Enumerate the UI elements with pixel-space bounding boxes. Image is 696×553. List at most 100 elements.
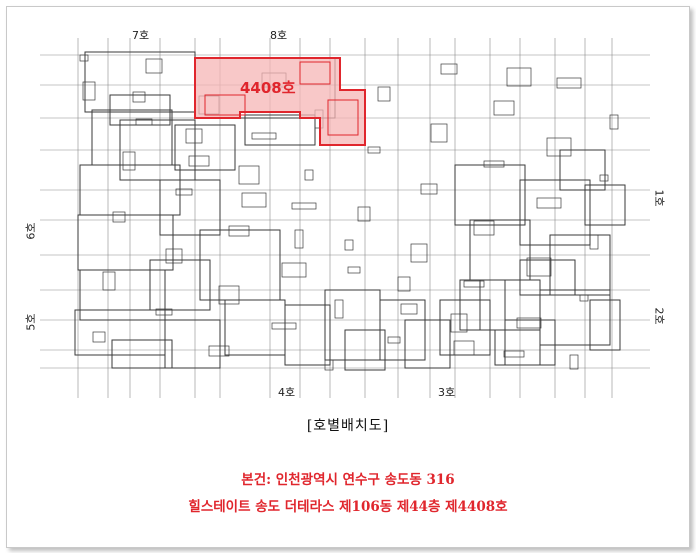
plan-room: [584, 184, 626, 226]
plan-room: [454, 164, 526, 226]
unit-label-8: 8호: [270, 29, 288, 42]
plan-fixture: [304, 169, 314, 181]
plan-fixture: [165, 248, 183, 264]
plan-room: [439, 299, 491, 356]
plan-fixture: [208, 345, 230, 357]
plan-fixture: [82, 81, 96, 101]
plan-fixture: [516, 317, 542, 329]
plan-fixture: [450, 313, 468, 333]
plan-fixture: [228, 225, 250, 237]
plan-fixture: [281, 262, 307, 278]
plan-fixture: [579, 294, 589, 302]
plan-room: [344, 329, 386, 371]
plan-fixture: [271, 322, 297, 330]
plan-fixture: [185, 128, 203, 144]
plan-fixture: [493, 100, 515, 116]
plan-fixture: [440, 63, 458, 75]
plan-fixture: [132, 91, 146, 103]
plan-room: [77, 214, 174, 271]
plan-fixture: [483, 160, 505, 168]
plan-room: [159, 179, 221, 236]
plan-room: [84, 51, 196, 113]
plan-fixture: [589, 234, 599, 250]
plan-fixture: [291, 202, 317, 210]
plan-room: [79, 269, 166, 321]
plan-room: [494, 329, 541, 366]
plan-fixture: [430, 123, 448, 143]
unit-4408-area: [194, 57, 366, 146]
plan-room: [504, 319, 556, 366]
plan-fixture: [112, 211, 126, 223]
plan-fixture: [420, 183, 438, 195]
plan-room: [324, 289, 381, 361]
plan-room: [459, 279, 506, 331]
plan-fixture: [241, 192, 267, 208]
plan-room: [519, 259, 576, 296]
unit-label-1: 1호: [652, 189, 666, 207]
plan-room: [479, 279, 541, 331]
plan-fixture: [367, 146, 381, 154]
plan-fixture: [347, 266, 361, 274]
plan-room: [519, 179, 591, 246]
plan-room: [469, 219, 531, 281]
plan-room: [549, 234, 611, 296]
plan-fixture: [357, 206, 371, 222]
plan-fixture: [556, 77, 582, 89]
plan-fixture: [506, 67, 532, 87]
plan-room: [404, 319, 451, 369]
unit-label-4: 4호: [278, 386, 296, 399]
plan-fixture: [218, 285, 240, 305]
plan-fixture: [324, 359, 334, 371]
unit-4408-room: [204, 94, 246, 116]
plan-room: [559, 149, 606, 191]
unit-label-3: 3호: [438, 386, 456, 399]
highlight-unit-label: 4408호: [240, 79, 296, 97]
plan-fixture: [410, 243, 428, 263]
plan-fixture: [526, 257, 552, 277]
plan-fixture: [135, 118, 153, 126]
plan-fixture: [473, 220, 495, 236]
plan-fixture: [569, 354, 579, 370]
plan-fixture: [599, 174, 609, 182]
plan-fixture: [546, 137, 572, 157]
plan-fixture: [387, 336, 401, 344]
diagram-caption: [호별배치도]: [306, 418, 390, 434]
address-line-2: 힐스테이트 송도 더테라스 제106동 제44층 제4408호: [188, 499, 508, 515]
plan-fixture: [92, 331, 106, 343]
plan-room: [199, 229, 281, 301]
plan-fixture: [400, 303, 418, 315]
plan-fixture: [238, 165, 260, 185]
plan-room: [111, 339, 173, 369]
plan-fixture: [79, 54, 89, 62]
plan-walls: [74, 51, 626, 371]
plan-room: [244, 114, 316, 146]
plan-fixture: [609, 114, 619, 130]
plan-room: [149, 259, 211, 311]
plan-room: [284, 304, 331, 366]
plan-fixture: [102, 271, 116, 291]
plan-fixture: [294, 229, 304, 249]
plan-fixture: [122, 151, 136, 171]
plan-fixture: [377, 86, 391, 102]
floor-plan: [40, 38, 650, 398]
plan-fixture: [463, 280, 485, 288]
plan-room: [379, 299, 426, 361]
plan-fixture: [145, 58, 163, 74]
plan-room: [119, 119, 196, 181]
plan-fixture: [536, 197, 562, 209]
plan-fixture: [251, 132, 277, 140]
plan-fixture: [155, 308, 173, 316]
plan-fixture: [344, 239, 354, 251]
unit-label-7: 7호: [132, 29, 150, 42]
unit-label-5: 5호: [24, 313, 38, 331]
plan-fixture: [503, 350, 525, 358]
unit-4408-room: [327, 99, 359, 136]
plan-room: [174, 124, 236, 171]
plan-room: [589, 299, 621, 351]
unit-4408-room: [299, 61, 331, 85]
plan-room: [224, 299, 286, 356]
plan-room: [539, 289, 611, 346]
plan-fixture: [334, 299, 344, 319]
unit-4408-highlight: [194, 57, 366, 146]
unit-label-2: 2호: [652, 307, 666, 325]
